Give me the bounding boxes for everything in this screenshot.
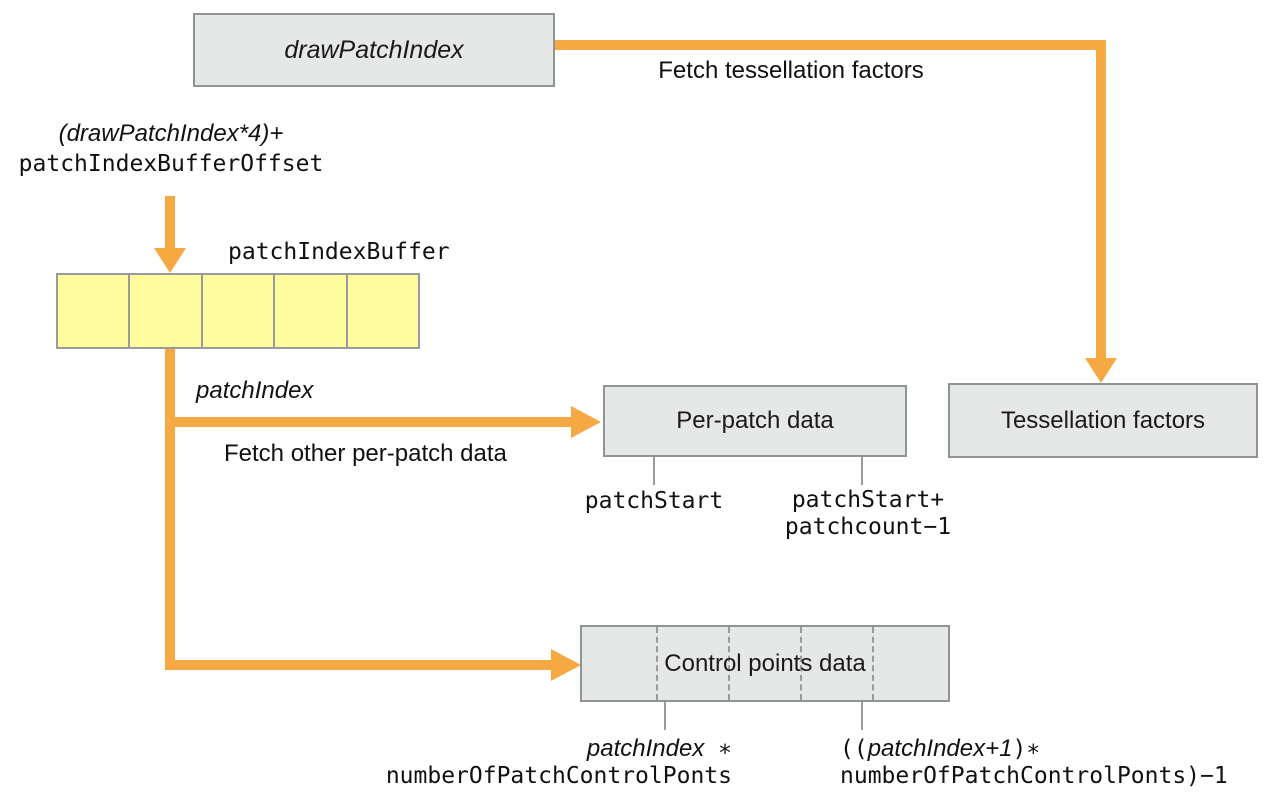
buffer-cell [130,275,203,347]
cell-divider-dashed [728,627,730,700]
arrow-offset-to-buffer [165,196,175,248]
offset-expression-label: (drawPatchIndex*4)+ patchIndexBufferOffs… [5,119,337,179]
control-points-end-line2: numberOfPatchControlPonts)−1 [840,763,1228,789]
control-points-start-italic: patchIndex [586,735,705,762]
control-points-tick-start [664,702,666,730]
arrowhead-down-icon [154,248,186,273]
control-points-end-label: ((patchIndex+1)∗ numberOfPatchControlPon… [840,735,1260,790]
control-points-tick-end [861,702,863,730]
control-points-end-line1: ((patchIndex+1)∗ [840,735,1260,763]
patch-index-buffer [56,273,420,349]
control-points-data-label: Control points data [664,649,866,677]
control-points-start-label: patchIndex ∗ numberOfPatchControlPonts [332,735,732,790]
drawpatchindex-box: drawPatchIndex [193,13,555,87]
buffer-cell [202,275,276,347]
buffer-cell [58,275,131,347]
arrowhead-right-icon [571,406,601,438]
arrow-fetch-tessellation-horizontal [555,40,1106,50]
patch-index-label: patchIndex [196,377,314,404]
control-points-start-line1: patchIndex ∗ [332,735,732,763]
per-patch-data-box: Per-patch data [603,385,907,457]
per-patch-tick-start [653,457,655,485]
control-points-end-italic: patchIndex+1 [867,735,1013,762]
arrow-fetch-tessellation-vertical [1096,40,1106,359]
arrowhead-down-icon [1085,358,1117,383]
arrow-buffer-trunk-vertical [165,349,175,670]
cell-divider-dashed [872,627,874,700]
per-patch-tick-end [861,457,863,485]
fetch-other-per-patch-label: Fetch other per-patch data [224,440,507,467]
offset-expression-line1: (drawPatchIndex*4)+ [58,120,284,147]
buffer-cell [347,275,419,347]
cell-divider-dashed [656,627,658,700]
control-points-start-asterisk: ∗ [704,736,732,762]
control-points-end-open-paren: (( [840,736,868,762]
buffer-cell [275,275,348,347]
patch-start-plus-line2: patchcount−1 [784,514,952,540]
patch-start-label: patchStart [584,488,724,514]
cell-divider-dashed [800,627,802,700]
arrowhead-right-icon [551,649,581,681]
control-points-data-box: Control points data [580,625,950,702]
control-points-start-line2: numberOfPatchControlPonts [385,763,732,789]
offset-expression-line2: patchIndexBufferOffset [18,151,324,177]
patch-start-plus-label: patchStart+ patchcount−1 [768,487,968,541]
patch-index-buffer-label: patchIndexBuffer [228,239,450,265]
fetch-tessellation-label: Fetch tessellation factors [658,57,924,84]
arrow-to-control-points [165,660,551,670]
arrow-to-per-patch-data [165,417,571,427]
control-points-end-close-paren: )∗ [1012,736,1041,762]
tessellation-factors-box: Tessellation factors [948,383,1258,458]
patch-start-plus-line1: patchStart+ [791,487,945,513]
